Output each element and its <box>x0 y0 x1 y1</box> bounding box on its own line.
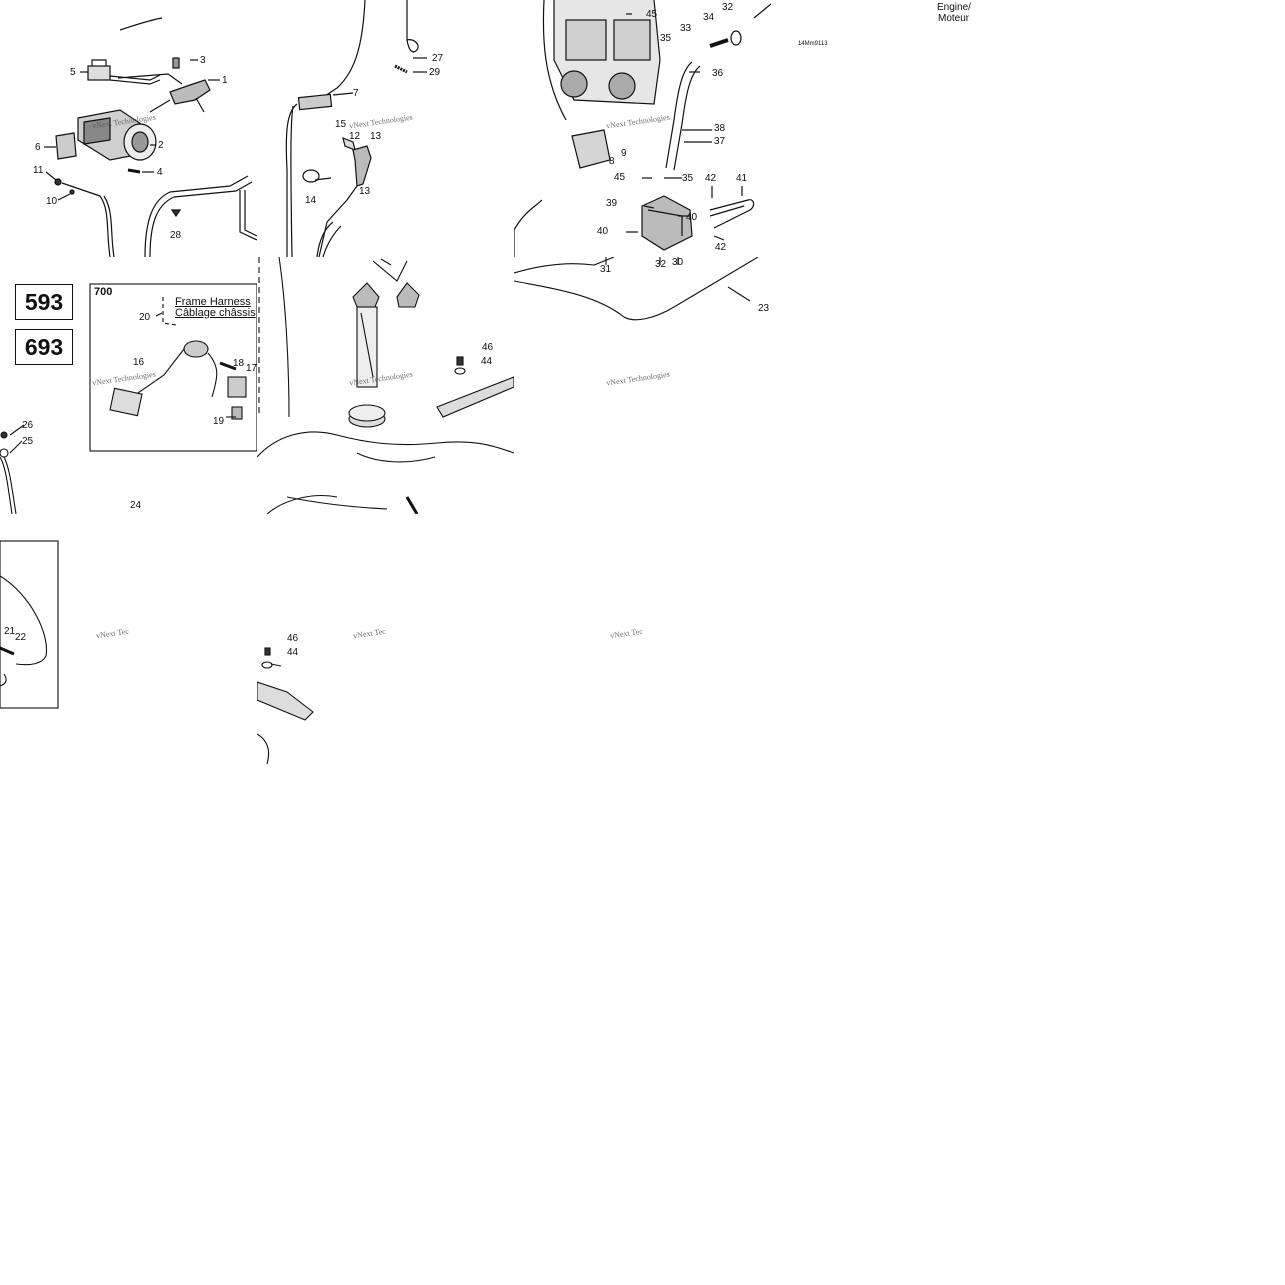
tile-fuel-pump-drawing <box>514 0 771 257</box>
callout-4: 4 <box>157 167 163 178</box>
tile-partial-center-drawing <box>257 647 314 765</box>
watermark-cut: vNext Tec <box>352 626 387 641</box>
callout-26: 26 <box>22 420 34 431</box>
tile-partial-center: 46 44 vNext Tec <box>257 514 514 771</box>
callout-12: 12 <box>349 131 361 142</box>
tile-tank-bottom-drawing <box>514 257 759 321</box>
callout-42-a: 42 <box>705 173 717 184</box>
tile-partial-right: vNext Tec <box>514 514 771 771</box>
callout-15: 15 <box>335 119 347 130</box>
callout-40-a: 40 <box>686 212 698 223</box>
callout-41: 41 <box>736 173 748 184</box>
callout-3: 3 <box>200 55 206 66</box>
callout-44-a: 44 <box>481 356 493 367</box>
callout-46-a: 46 <box>482 342 494 353</box>
callout-35-a: 35 <box>660 33 672 44</box>
callout-6: 6 <box>35 142 41 153</box>
callout-18: 18 <box>233 358 245 369</box>
callout-32-b: 32 <box>655 259 667 270</box>
callout-28: 28 <box>170 230 182 241</box>
tile-throttle-drawing <box>44 17 257 257</box>
callout-44-b: 44 <box>287 647 299 658</box>
callout-45-b: 45 <box>614 172 626 183</box>
callout-10: 10 <box>46 196 58 207</box>
inset-harness-line1: Frame Harness <box>175 296 251 308</box>
tile-tank-bottom: 31 32 30 23 vNext Technologies <box>514 257 771 514</box>
callout-38: 38 <box>714 123 726 134</box>
callout-33: 33 <box>680 23 692 34</box>
callout-13-a: 13 <box>370 131 382 142</box>
watermark-cut: vNext Tec <box>609 626 644 641</box>
callout-14: 14 <box>305 195 317 206</box>
tile-fuel-tank-drawing <box>257 257 514 514</box>
callout-7: 7 <box>353 88 359 99</box>
callout-36: 36 <box>712 68 724 79</box>
engine-label-line1: Engine/ <box>937 2 971 13</box>
tile-harness-drawing <box>285 0 427 257</box>
callout-11: 11 <box>33 165 44 176</box>
tile-fuel-tank-parts: 43 46 44 vNext Technologies <box>257 257 514 514</box>
callout-23: 23 <box>758 303 770 314</box>
callout-31: 31 <box>600 264 612 275</box>
callout-40-b: 40 <box>597 226 609 237</box>
callout-20: 20 <box>139 312 151 323</box>
callout-39: 39 <box>606 198 618 209</box>
callout-35-b: 35 <box>682 173 694 184</box>
tile-throttle-parts: 5 3 1 2 6 4 11 10 28 vNext Technologies <box>0 0 257 257</box>
callout-37: 37 <box>714 136 726 147</box>
tile-partial-left: 21 22 vNext Tec <box>0 514 257 771</box>
tile-model-inset: 593 693 700 Frame Harness Câblage châssi… <box>0 257 257 514</box>
callout-22: 22 <box>15 632 27 643</box>
tile-harness-parts: 27 29 7 15 12 13 13 14 vNext Technologie… <box>257 0 514 257</box>
callout-17: 17 <box>246 363 257 374</box>
callout-34: 34 <box>703 12 715 23</box>
callout-27: 27 <box>432 53 444 64</box>
callout-30: 30 <box>672 257 684 268</box>
callout-9: 9 <box>621 148 627 159</box>
engine-label-line2: Moteur <box>938 13 970 24</box>
callout-13-b: 13 <box>359 186 371 197</box>
callout-2: 2 <box>158 140 164 151</box>
tile-model-inset-drawing <box>0 283 257 514</box>
callout-29: 29 <box>429 67 441 78</box>
callout-46-b: 46 <box>287 633 299 644</box>
tile-engine-label: 14Mm9113 Engine/ Moteur <box>771 0 1028 257</box>
callout-45-a: 45 <box>646 9 658 20</box>
callout-1: 1 <box>222 75 228 86</box>
callout-21: 21 <box>4 626 16 637</box>
model-number-593: 593 <box>15 284 73 320</box>
callout-5: 5 <box>70 67 76 78</box>
model-number-693: 693 <box>15 329 73 365</box>
inset-title: 700 <box>94 286 113 298</box>
figure-code: 14Mm9113 <box>798 41 828 47</box>
tile-fuel-pump-parts: 45 32 34 33 35 36 38 37 9 8 45 35 42 41 … <box>514 0 771 257</box>
callout-8: 8 <box>609 156 615 167</box>
callout-24: 24 <box>130 500 142 511</box>
callout-16: 16 <box>133 357 145 368</box>
callout-25: 25 <box>22 436 34 447</box>
callout-19: 19 <box>213 416 225 427</box>
callout-42-b: 42 <box>715 242 727 253</box>
inset-harness-line2: Câblage châssis <box>175 307 256 319</box>
tile-partial-left-drawing <box>0 540 59 709</box>
callout-32-a: 32 <box>722 2 734 13</box>
